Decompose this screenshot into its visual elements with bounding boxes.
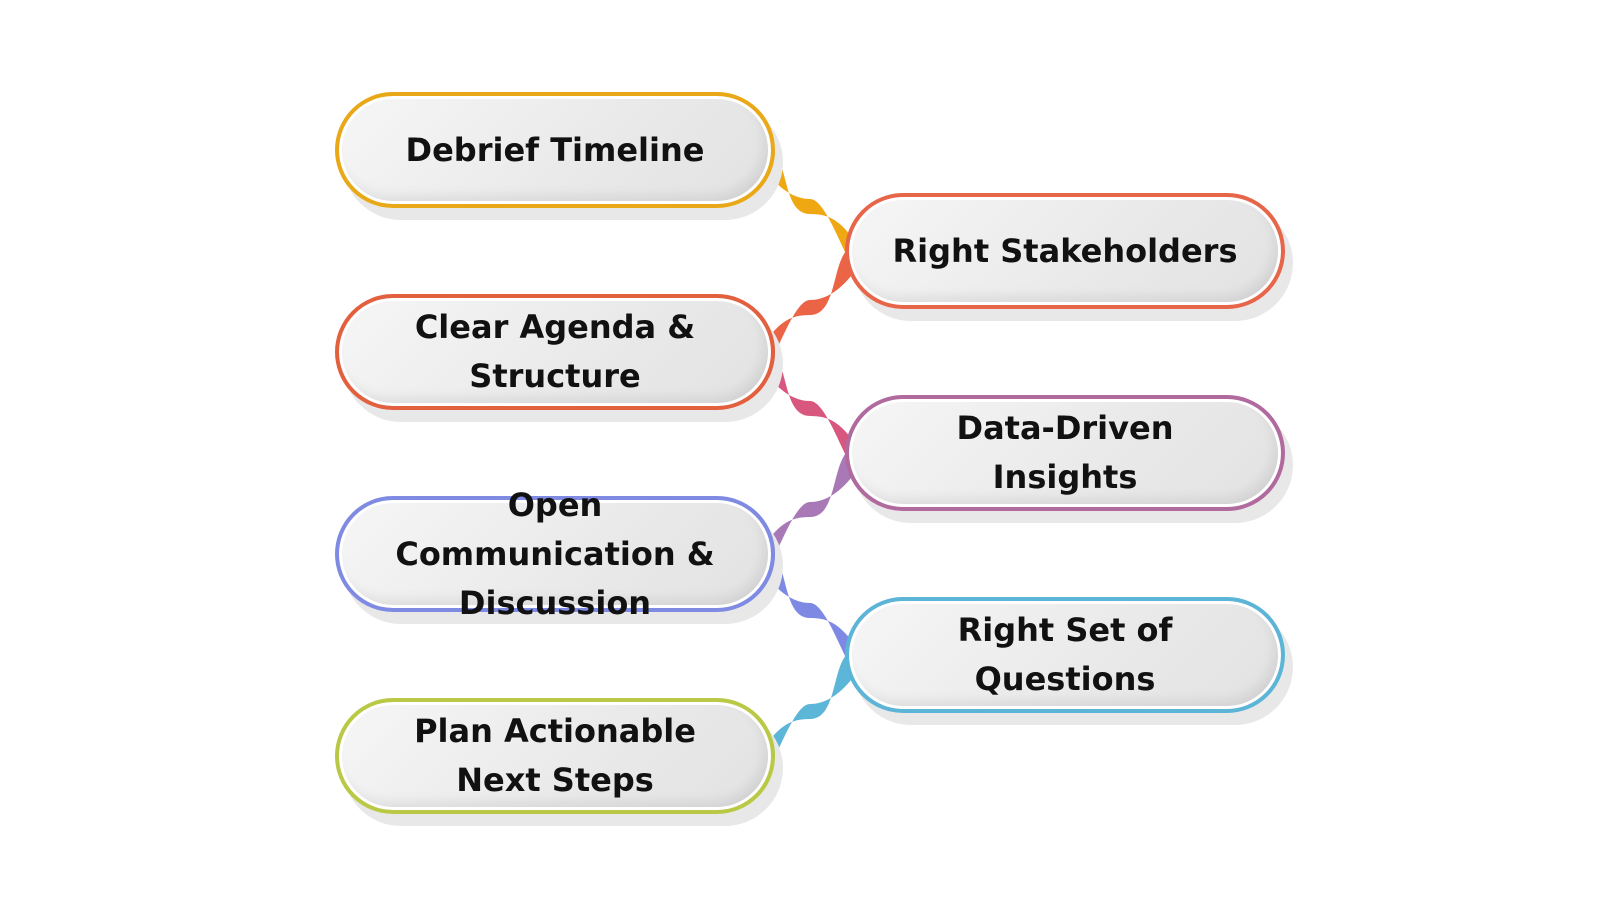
connector-6	[765, 649, 855, 776]
step-open-communication: Open Communication & Discussion	[335, 486, 775, 622]
step-data-driven-insights: Data-Driven Insights	[845, 395, 1285, 511]
step-label: Data-Driven Insights	[956, 409, 1174, 496]
connector-3	[765, 346, 855, 473]
step-plan-next-steps: Plan Actionable Next Steps	[335, 698, 775, 814]
connector-4	[765, 447, 855, 574]
connector-2	[765, 245, 855, 372]
connector-5	[765, 548, 855, 675]
step-label: Right Set of Questions	[957, 611, 1173, 698]
step-label: Plan Actionable Next Steps	[414, 712, 696, 799]
step-label: Clear Agenda & Structure	[414, 308, 696, 395]
step-right-set-of-questions: Right Set of Questions	[845, 597, 1285, 713]
step-debrief-timeline: Debrief Timeline	[335, 92, 775, 208]
step-label: Debrief Timeline	[405, 130, 705, 169]
step-clear-agenda: Clear Agenda & Structure	[335, 294, 775, 410]
step-right-stakeholders: Right Stakeholders	[845, 193, 1285, 309]
connector-1	[765, 144, 855, 271]
step-label: Open Communication & Discussion	[395, 485, 715, 622]
step-label: Right Stakeholders	[892, 231, 1238, 270]
